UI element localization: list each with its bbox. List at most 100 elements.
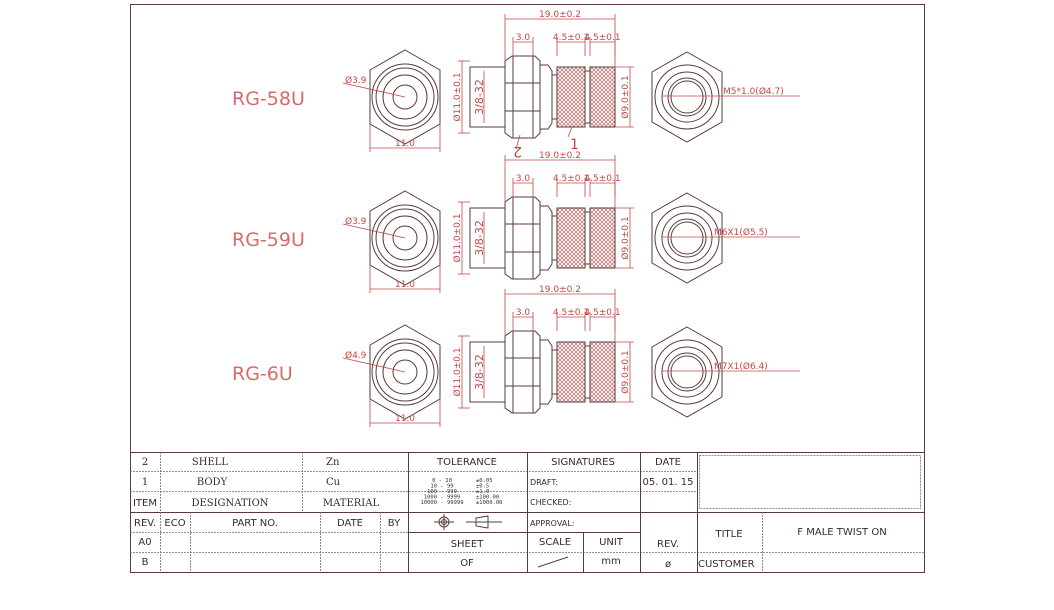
- overall-length-dim: 19.0±0.2: [539, 285, 581, 295]
- hex-width-dim: 11.0: [395, 414, 415, 424]
- knurl-2: [589, 207, 616, 269]
- tolerance-value: ±1.0: [476, 489, 489, 495]
- draft-label: DRAFT:: [530, 478, 558, 487]
- tolerance-value: ±0.05: [476, 478, 493, 484]
- knurl-2: [589, 341, 616, 403]
- customer-label: CUSTOMER: [698, 559, 755, 570]
- variant-label: RG-59U: [232, 229, 305, 251]
- hex-width-dim: 11.0: [395, 139, 415, 149]
- tolerance-range: 10000 - 99999: [420, 500, 463, 506]
- hole-diameter: Ø3.9: [345, 216, 367, 227]
- eco-header: ECO: [164, 518, 185, 529]
- material-cu: Cu: [326, 477, 341, 488]
- inner-thread-dim: M5*1.0(Ø4.7): [723, 86, 784, 97]
- part-no-header: PART NO.: [232, 518, 278, 529]
- variant-label: RG-58U: [232, 88, 305, 110]
- tolerance-range: 10 - 99: [430, 484, 453, 490]
- variant-rg-58u: RG-58U Ø3.9 11.0 19.0±0.2 3.0 4.5±0.14.5±0.1Ø…: [232, 10, 800, 159]
- rev-label: REV.: [657, 539, 679, 550]
- rev-header: REV.: [134, 518, 156, 529]
- tolerance-value: ±100.00: [476, 495, 499, 501]
- variant-label: RG-6U: [232, 363, 293, 385]
- knurl-2-dim: 4.5±0.1: [584, 308, 620, 318]
- tolerance-table: 0 - 10 ±0.05 10 - 99 ±0.5 100 - 999 ±1.0 1000 …: [420, 478, 502, 506]
- hex-width-dim: 11.0: [395, 280, 415, 290]
- callout-2: 2: [513, 143, 522, 159]
- date-rev-header: DATE: [337, 518, 363, 529]
- sheet-label: SHEET: [451, 539, 485, 550]
- nut-width-dim: 3.0: [516, 174, 531, 184]
- outer-diameter-dim: Ø11.0±0.1: [452, 214, 463, 263]
- outer-diameter-dim: Ø11.0±0.1: [452, 348, 463, 397]
- unit-value: mm: [601, 556, 620, 567]
- tolerance-range: 100 - 999: [427, 489, 457, 495]
- projection-symbol: [434, 514, 502, 530]
- title-value: F MALE TWIST ON: [797, 527, 886, 538]
- drawing-frame: [130, 4, 925, 573]
- knurl-1-dim: 4.5±0.1: [553, 33, 589, 43]
- hole-diameter: Ø3.9: [345, 75, 367, 86]
- knurl-1-dim: 4.5±0.1: [553, 308, 589, 318]
- end-view-left: Ø3.9 11.0: [342, 190, 441, 293]
- by-header: BY: [388, 518, 401, 529]
- title-block: 2 SHELL Zn 1 BODY Cu ITEM DESIGNATION MA…: [130, 452, 924, 572]
- knurl-2-dim: 4.5±0.1: [584, 33, 620, 43]
- knurl-diameter-dim: Ø9.0±0.1: [620, 350, 631, 393]
- unit-label: UNIT: [599, 537, 624, 548]
- end-view-left: Ø4.9 11.0: [342, 324, 441, 427]
- tolerance-range: 0 - 10: [432, 478, 452, 484]
- draft-date: 05. 01. 15: [643, 477, 694, 488]
- knurl-diameter-dim: Ø9.0±0.1: [620, 75, 631, 118]
- material-zn: Zn: [326, 457, 340, 468]
- hole-diameter: Ø4.9: [345, 350, 367, 361]
- knurl-diameter-dim: Ø9.0±0.1: [620, 216, 631, 259]
- rev-b: B: [142, 557, 149, 568]
- knurl-2: [589, 66, 616, 128]
- thread-dim: 3/8-32: [473, 354, 486, 390]
- thread-dim: 3/8-32: [473, 79, 486, 115]
- title-label: TITLE: [714, 529, 742, 540]
- rev-a0: A0: [138, 537, 151, 548]
- tolerance-value: ±1000.00: [476, 500, 503, 506]
- of-label: OF: [460, 558, 474, 569]
- item-2: 2: [142, 457, 148, 468]
- scale-label: SCALE: [539, 537, 571, 548]
- variant-rg-6u: RG-6U Ø4.9 11.0 19.0±0.2 3.0 4.5±0.14.5±0.1Ø1…: [232, 285, 800, 427]
- material-header: MATERIAL: [323, 498, 380, 509]
- outer-diameter-dim: Ø11.0±0.1: [452, 73, 463, 122]
- rev-value: ø: [665, 559, 671, 570]
- signatures-header: SIGNATURES: [551, 457, 615, 468]
- knurl-1-dim: 4.5±0.1: [553, 174, 589, 184]
- variant-rg-59u: RG-59U Ø3.9 11.0 19.0±0.2 3.0 4.5±0.14.5±0.1Ø…: [232, 151, 800, 293]
- item-header: ITEM: [133, 498, 157, 509]
- callout-1: 1: [570, 137, 579, 153]
- item-1: 1: [142, 477, 148, 488]
- knurl-1: [556, 341, 586, 403]
- end-view-right: M6X1(Ø5.5): [651, 192, 800, 284]
- inner-thread-dim: M6X1(Ø5.5): [714, 227, 768, 238]
- thread-dim: 3/8-32: [473, 220, 486, 256]
- designation-shell: SHELL: [192, 457, 229, 468]
- designation-body: BODY: [197, 477, 228, 488]
- overall-length-dim: 19.0±0.2: [539, 10, 581, 20]
- knurl-1: [556, 207, 586, 269]
- date-header: DATE: [655, 457, 681, 468]
- end-view-left: Ø3.9 11.0: [342, 49, 441, 152]
- knurl-2-dim: 4.5±0.1: [584, 174, 620, 184]
- nut-width-dim: 3.0: [516, 33, 531, 43]
- tolerance-value: ±0.5: [476, 484, 489, 490]
- designation-header: DESIGNATION: [191, 498, 268, 509]
- scale-value-dash: [537, 556, 569, 568]
- end-view-right: M7X1(Ø6.4): [651, 326, 800, 418]
- nut-width-dim: 3.0: [516, 308, 531, 318]
- tolerance-header: TOLERANCE: [436, 457, 497, 468]
- inner-thread-dim: M7X1(Ø6.4): [714, 361, 768, 372]
- tolerance-range: 1000 - 9999: [424, 495, 460, 501]
- approval-label: APPROVAL:: [530, 519, 574, 528]
- checked-label: CHECKED:: [530, 498, 571, 507]
